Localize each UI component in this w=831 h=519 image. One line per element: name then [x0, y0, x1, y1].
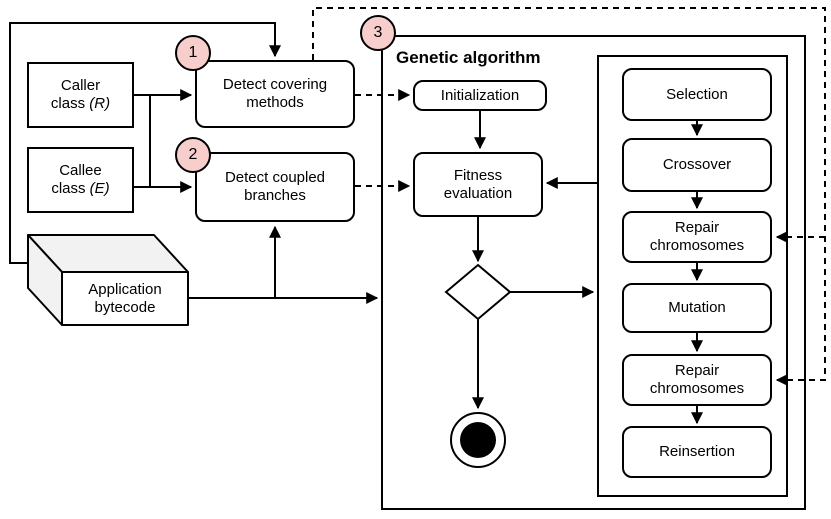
- caller-class-var: (R): [89, 95, 111, 112]
- ga-step-crossover: Crossover: [622, 138, 772, 192]
- ga-step-mutation: Mutation: [622, 283, 772, 333]
- callee-class-line1: Callee: [59, 162, 102, 180]
- ga-loop-container: [597, 55, 788, 497]
- initialization-node: Initialization: [413, 80, 547, 111]
- genetic-algorithm-container: [381, 35, 806, 510]
- caller-class-node: Caller class (R): [27, 62, 134, 128]
- fitness-evaluation-node: Fitness evaluation: [413, 152, 543, 217]
- ga-step-reinsertion: Reinsertion: [622, 426, 772, 478]
- ga-step-selection: Selection: [622, 68, 772, 121]
- bytecode-to-covering-arrow: [9, 22, 281, 264]
- step-badge-2: 2: [175, 137, 211, 173]
- genetic-algorithm-title: Genetic algorithm: [396, 48, 541, 67]
- step-badge-3: 3: [360, 15, 396, 51]
- callee-class-var: (E): [89, 180, 110, 197]
- callee-class-node: Callee class (E): [27, 147, 134, 213]
- detect-coupled-branches-node: Detect coupled branches: [195, 152, 355, 222]
- ga-step-repair-chromosomes-1: Repair chromosomes: [622, 211, 772, 263]
- covering-to-repair-feedback-dashed: [312, 7, 826, 386]
- bytecode-cube: [27, 234, 189, 326]
- end-node: [450, 412, 506, 468]
- step-badge-1: 1: [175, 35, 211, 71]
- callee-class-line2: class: [51, 180, 86, 197]
- decision-diamond: [444, 263, 512, 321]
- caller-class-line2: class: [50, 95, 86, 112]
- detect-covering-methods-node: Detect covering methods: [195, 60, 355, 128]
- ga-step-repair-chromosomes-2: Repair chromosomes: [622, 354, 772, 406]
- caller-class-line1: Caller: [60, 77, 101, 95]
- application-bytecode-label: Application bytecode: [88, 280, 162, 316]
